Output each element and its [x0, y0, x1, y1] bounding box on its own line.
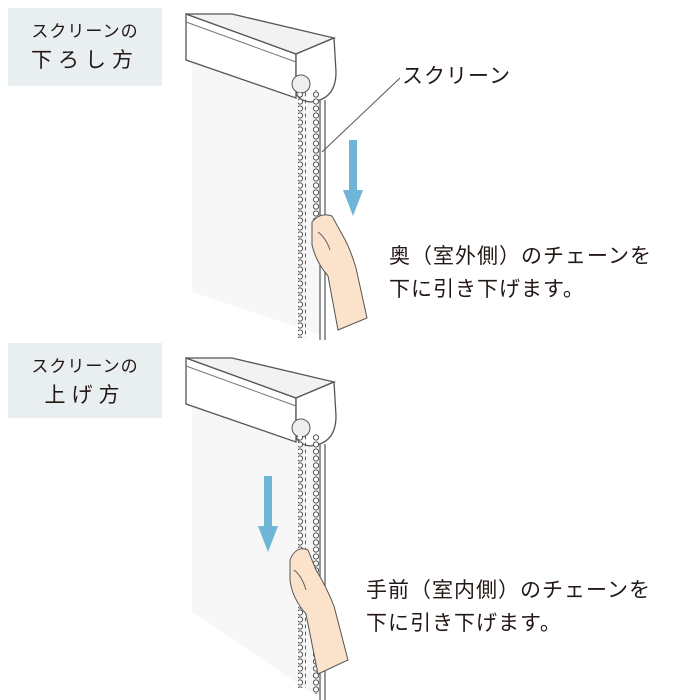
lowering-instruction: 奥（室外側）のチェーンを 下に引き下げます。 [389, 240, 652, 306]
raising-instruction-line2: 下に引き下げます。 [366, 611, 562, 635]
pulley [291, 418, 311, 438]
raising-title-line2: 上げ方 [44, 383, 126, 407]
lowering-title-box: スクリーンの 下ろし方 [8, 8, 162, 86]
lowering-diagram [185, 13, 401, 340]
raising-arrow [258, 476, 278, 552]
raising-title-box: スクリーンの 上げ方 [8, 343, 162, 418]
lowering-instruction-line1: 奥（室外側）のチェーンを [389, 244, 652, 268]
chain-front [298, 92, 306, 338]
pulley [291, 74, 311, 94]
raising-instruction-line1: 手前（室内側）のチェーンを [366, 578, 651, 602]
hand [311, 214, 368, 331]
lowering-instruction-line2: 下に引き下げます。 [389, 277, 585, 301]
screen-fabric [192, 60, 322, 335]
screen-callout-label: スクリーン [402, 64, 511, 88]
lowering-title-line1: スクリーンの [31, 22, 139, 42]
chain-back [311, 434, 319, 694]
raising-diagram [185, 357, 349, 700]
callout-leader [321, 77, 401, 153]
raising-instruction: 手前（室内側）のチェーンを 下に引き下げます。 [366, 574, 651, 640]
screen-fabric [192, 405, 322, 700]
lowering-title-line2: 下ろし方 [31, 48, 139, 72]
lowering-arrow [343, 140, 363, 216]
raising-title-line1: スクリーンの [31, 357, 139, 377]
chain-back [311, 90, 319, 220]
hand [289, 548, 349, 675]
